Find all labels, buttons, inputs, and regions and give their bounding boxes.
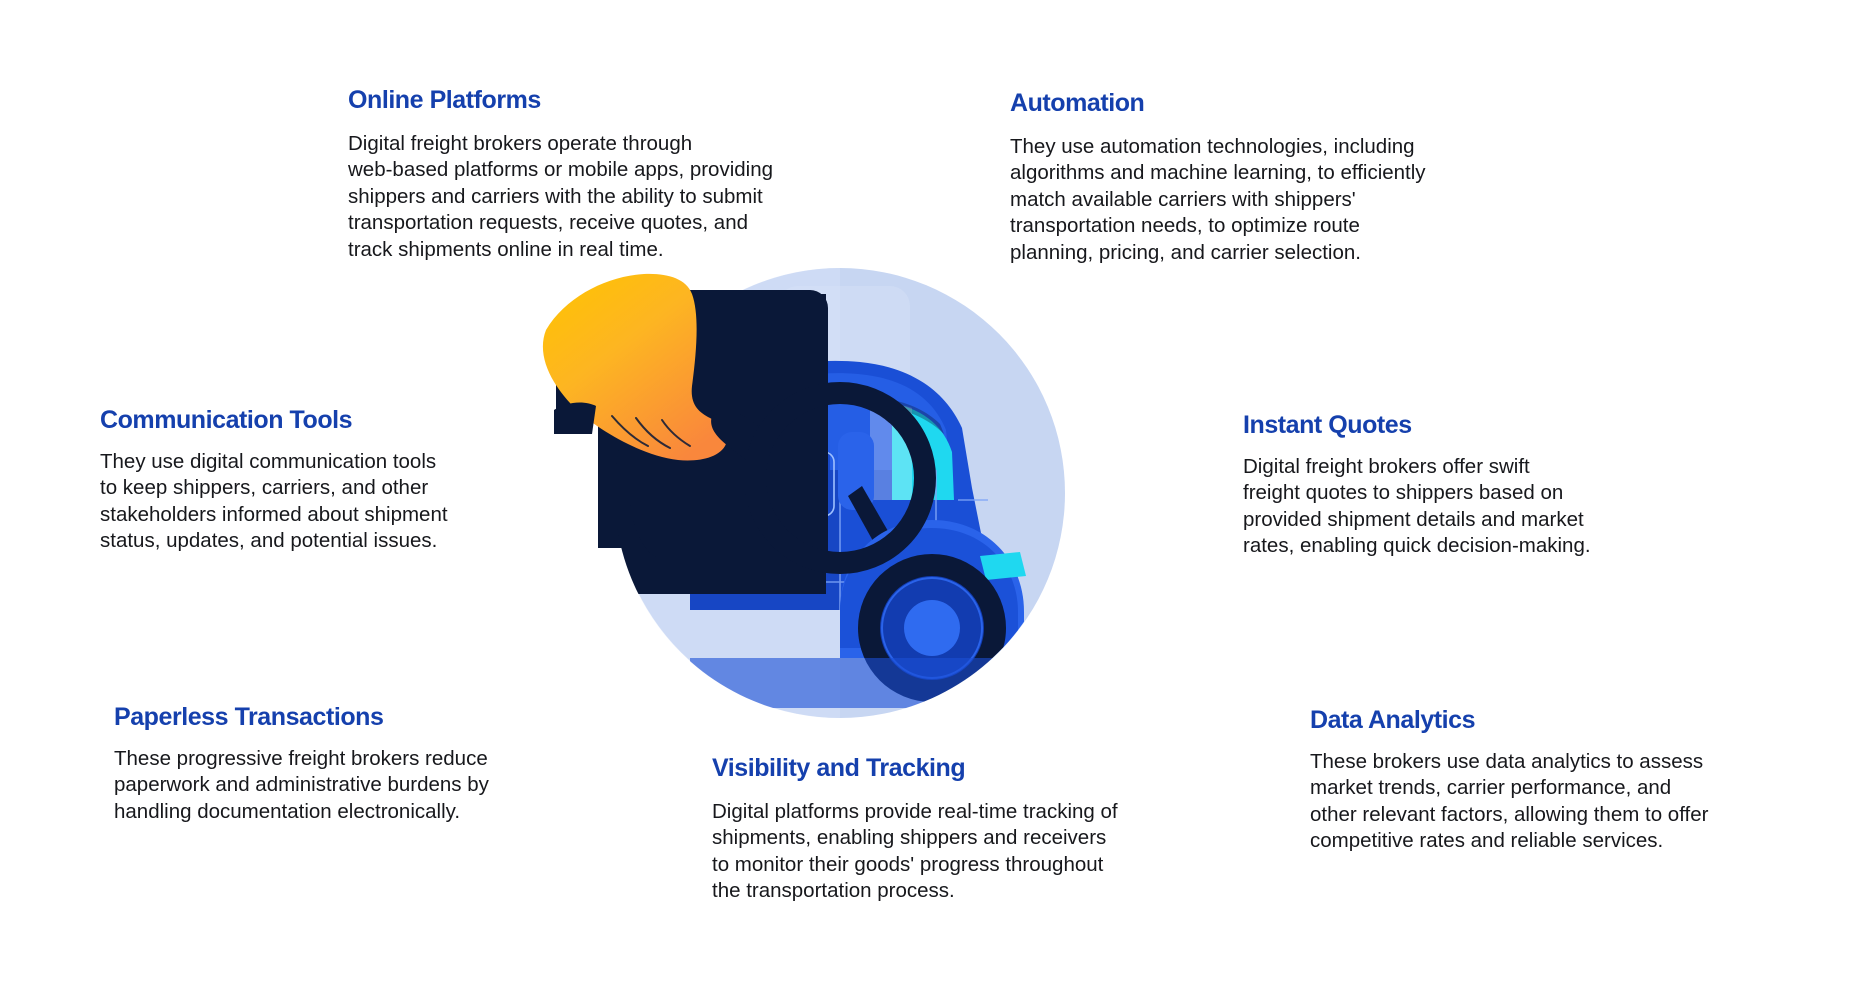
feature-body-online-platforms: Digital freight brokers operate through … [348,132,774,261]
feature-body-communication-tools: They use digital communication tools to … [100,450,448,553]
feature-title-communication-tools: Communication Tools [100,406,353,434]
feature-title-visibility-and-tracking: Visibility and Tracking [712,754,966,782]
feature-body-automation: They use automation technologies, includ… [1010,135,1426,264]
feature-title-automation: Automation [1010,89,1145,117]
feature-title-instant-quotes: Instant Quotes [1243,411,1412,439]
feature-body-data-analytics: These brokers use data analytics to asse… [1310,750,1709,853]
feature-block-paperless-transactions: Paperless Transactions These progressive… [114,702,554,825]
feature-block-data-analytics: Data Analytics These brokers use data an… [1310,705,1780,855]
feature-block-communication-tools: Communication Tools They use digital com… [100,405,520,555]
feature-title-data-analytics: Data Analytics [1310,706,1476,734]
headlight [980,552,1026,580]
feature-title-paperless-transactions: Paperless Transactions [114,703,384,731]
feature-block-instant-quotes: Instant Quotes Digital freight brokers o… [1243,410,1663,560]
feature-body-instant-quotes: Digital freight brokers offer swift frei… [1243,455,1591,558]
feature-block-online-platforms: Online Platforms Digital freight brokers… [348,85,848,263]
feature-title-online-platforms: Online Platforms [348,86,541,114]
feature-body-paperless-transactions: These progressive freight brokers reduce… [114,747,489,823]
feature-block-visibility-and-tracking: Visibility and Tracking Digital platform… [712,753,1192,905]
feature-block-automation: Automation They use automation technolog… [1010,88,1490,266]
feature-body-visibility-and-tracking: Digital platforms provide real-time trac… [712,800,1118,903]
freight-truck-magnifier-illustration [540,238,1140,748]
magnifying-glass [711,382,936,574]
